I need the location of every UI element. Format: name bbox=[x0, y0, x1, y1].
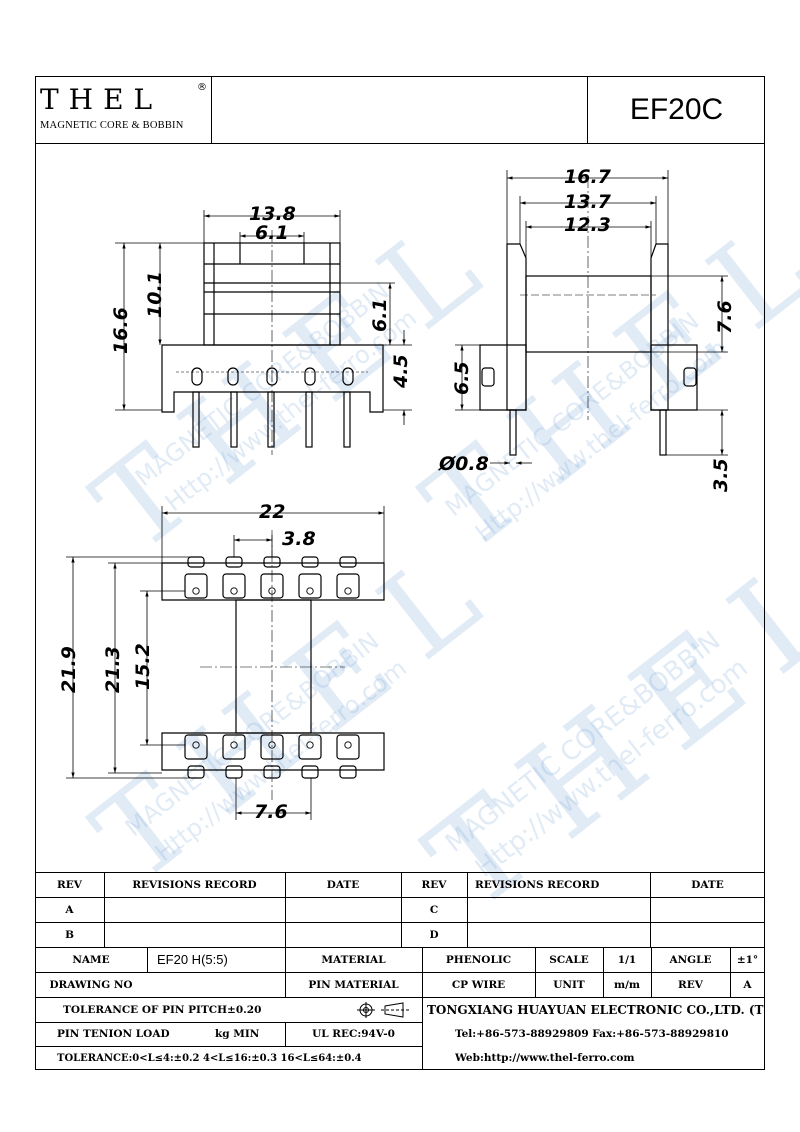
bottom-pin-pitch-dim: 3.8 bbox=[282, 528, 316, 550]
side-core-height-dim: 7.6 bbox=[714, 300, 736, 334]
bottom-core-width-dim: 7.6 bbox=[254, 801, 288, 823]
logo-subtitle: MAGNETIC CORE & BOBBIN bbox=[40, 120, 184, 131]
name-label: NAME bbox=[72, 953, 110, 966]
front-width-inner-dim: 6.1 bbox=[255, 222, 289, 244]
rev-a-label: A bbox=[65, 903, 74, 916]
rev-header-left: REV bbox=[57, 878, 82, 891]
side-pin-diameter-dim: Ø0.8 bbox=[439, 453, 489, 475]
rev-label: REV bbox=[678, 978, 703, 991]
pin-tension-label: PIN TENION LOAD bbox=[57, 1028, 170, 1040]
side-pin-length-dim: 3.5 bbox=[710, 458, 732, 492]
name-value: EF20 H(5:5) bbox=[157, 952, 228, 967]
logo-box bbox=[35, 76, 212, 143]
bottom-length-body-dim: 21.3 bbox=[102, 646, 124, 693]
material-value: PHENOLIC bbox=[445, 953, 512, 966]
date-header-left: DATE bbox=[326, 878, 360, 891]
part-number-box: EF20C bbox=[587, 76, 765, 143]
pin-tension-unit: kg MIN bbox=[215, 1028, 260, 1040]
unit-label: UNIT bbox=[553, 978, 585, 991]
ul-rec: UL REC:94V-0 bbox=[312, 1028, 395, 1040]
pin-material-value: CP WIRE bbox=[451, 978, 506, 991]
front-base-height-dim: 4.5 bbox=[390, 354, 412, 388]
bottom-length-total-dim: 21.9 bbox=[58, 646, 80, 693]
front-height-total-dim: 16.6 bbox=[110, 307, 132, 354]
side-base-height-dim: 6.5 bbox=[451, 361, 473, 395]
logo-registered-mark: ® bbox=[197, 82, 207, 93]
side-length-outer-dim: 16.7 bbox=[564, 166, 611, 188]
bottom-width-total-dim: 22 bbox=[259, 501, 286, 523]
unit-value: m/m bbox=[613, 978, 641, 991]
front-view bbox=[161, 230, 384, 455]
front-flange-gap-dim: 6.1 bbox=[369, 298, 391, 332]
part-number: EF20C bbox=[629, 92, 724, 126]
bottom-view bbox=[161, 530, 385, 800]
tolerance-pin-pitch: TOLERANCE OF PIN PITCH±0.20 bbox=[63, 1003, 262, 1016]
front-height-upper-dim: 10.1 bbox=[144, 271, 166, 318]
rev-d-label: D bbox=[429, 928, 439, 941]
front-width-outer-dim: 13.8 bbox=[249, 203, 296, 225]
date-header-right: DATE bbox=[691, 878, 724, 891]
pin-material-label: PIN MATERIAL bbox=[308, 978, 399, 991]
bottom-row-spacing-dim: 15.2 bbox=[132, 643, 154, 690]
company-web: Web:http://www.thel-ferro.com bbox=[455, 1052, 635, 1064]
drawing-no-label: DRAWING NO bbox=[49, 978, 133, 991]
rev-header-right: REV bbox=[421, 878, 447, 891]
drawing-sheet bbox=[35, 76, 765, 1070]
rev-c-label: C bbox=[429, 903, 439, 916]
scale-value: 1/1 bbox=[617, 953, 637, 966]
side-length-mid-dim: 13.7 bbox=[564, 191, 611, 213]
revisions-header-right: REVISIONS RECORD bbox=[475, 878, 600, 891]
company-phone: Tel:+86-573-88929809 Fax:+86-573-8892981… bbox=[455, 1028, 729, 1040]
angle-value: ±1° bbox=[736, 953, 759, 966]
projection-symbol-icon bbox=[357, 1002, 411, 1018]
company-name: TONGXIANG HUAYUAN ELECTRONIC CO.,LTD. (T… bbox=[427, 1002, 765, 1017]
rev-b-label: B bbox=[65, 928, 74, 941]
revisions-header-left: REVISIONS RECORD bbox=[132, 878, 257, 891]
material-label: MATERIAL bbox=[321, 953, 386, 966]
scale-label: SCALE bbox=[549, 953, 589, 966]
tolerance-general: TOLERANCE:0<L≤4:±0.2 4<L≤16:±0.3 16<L≤64… bbox=[57, 1052, 362, 1064]
logo-wordmark: THEL bbox=[40, 83, 163, 116]
header-divider bbox=[35, 143, 765, 144]
side-length-inner-dim: 12.3 bbox=[564, 214, 611, 236]
rev-value: A bbox=[743, 978, 752, 991]
title-block: REV REVISIONS RECORD DATE REV REVISIONS … bbox=[35, 872, 765, 1070]
angle-label: ANGLE bbox=[669, 953, 712, 966]
